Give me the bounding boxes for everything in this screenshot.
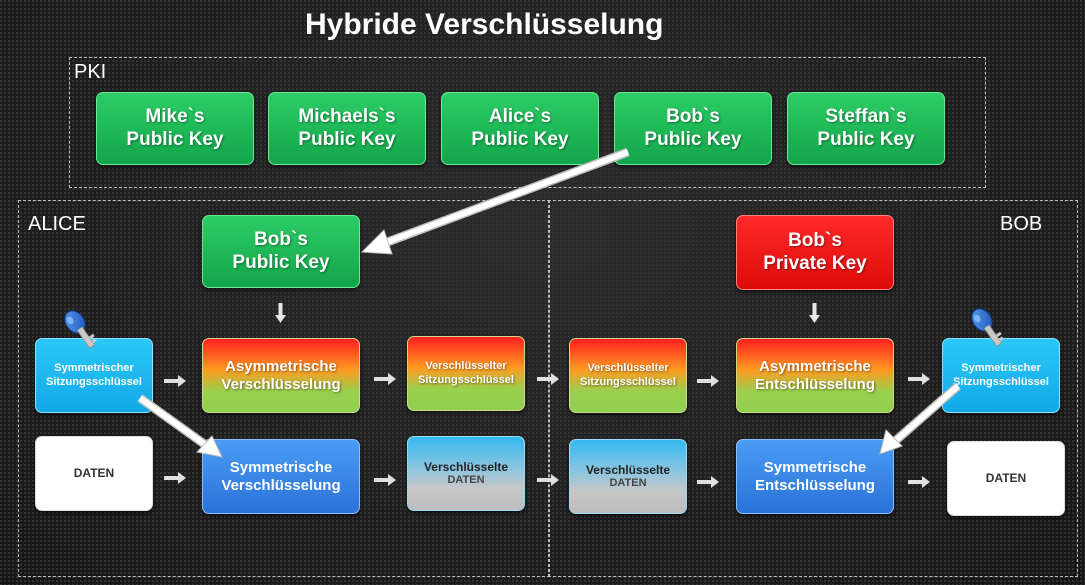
pki-key-michaels: Michaels`s Public Key xyxy=(268,92,426,165)
arrow-row2-b xyxy=(374,474,396,486)
bob-label: BOB xyxy=(1000,213,1043,235)
arrow-row1-d xyxy=(697,375,719,387)
page-title: Hybride Verschlüsselung xyxy=(305,8,664,41)
arrow-row2-e xyxy=(908,476,930,488)
arrow-row2-d xyxy=(697,476,719,488)
alice-region xyxy=(18,200,550,577)
pki-to-alice-arrow xyxy=(360,147,630,255)
down-arrow-alice xyxy=(275,303,286,323)
key-icon xyxy=(971,308,1004,347)
alice-sym-encrypt: Symmetrische Verschlüsselung xyxy=(202,439,360,514)
bob-sym-decrypt: Symmetrische Entschlüsselung xyxy=(736,439,894,514)
alice-enc-session-key: Verschlüsselter Sitzungsschlüssel xyxy=(407,336,525,411)
pki-key-alice: Alice`s Public Key xyxy=(441,92,599,165)
bob-data: DATEN xyxy=(947,441,1065,516)
bob-key-to-sym-arrow xyxy=(879,382,961,455)
alice-data: DATEN xyxy=(35,436,153,511)
alice-enc-data: Verschlüsselte DATEN xyxy=(407,436,525,511)
alice-enc-data-title: Verschlüsselte xyxy=(423,459,509,474)
bob-region xyxy=(548,200,1078,577)
arrow-row2-c xyxy=(537,474,559,486)
alice-session-key: Symmetrischer Sitzungsschlüssel xyxy=(35,338,153,413)
alice-asym-encrypt: Asymmetrische Verschlüsselung xyxy=(202,338,360,413)
alice-label: ALICE xyxy=(28,213,86,235)
arrow-row2-a xyxy=(164,472,186,484)
key-icon xyxy=(64,310,97,349)
down-arrow-bob xyxy=(809,303,820,323)
pki-key-mike: Mike`s Public Key xyxy=(96,92,254,165)
bob-enc-data-sub: DATEN xyxy=(609,477,647,490)
pki-key-steffan: Steffan`s Public Key xyxy=(787,92,945,165)
arrow-row1-c xyxy=(537,373,559,385)
bob-enc-data: Verschlüsselte DATEN xyxy=(569,439,687,514)
arrow-row1-a xyxy=(164,375,186,387)
bob-asym-decrypt: Asymmetrische Entschlüsselung xyxy=(736,338,894,413)
pki-label: PKI xyxy=(74,61,107,83)
pki-key-bob: Bob`s Public Key xyxy=(614,92,772,165)
alice-bob-public-key: Bob`s Public Key xyxy=(202,215,360,288)
bob-private-key: Bob`s Private Key xyxy=(736,215,894,290)
alice-key-to-sym-arrow xyxy=(137,394,223,458)
alice-enc-data-sub: DATEN xyxy=(447,474,485,487)
bob-enc-session-key: Verschlüsselter Sitzungsschlüssel xyxy=(569,338,687,413)
bob-session-key: Symmetrischer Sitzungsschlüssel xyxy=(942,338,1060,413)
arrow-row1-e xyxy=(908,373,930,385)
bob-enc-data-title: Verschlüsselte xyxy=(585,462,671,477)
arrow-row1-b xyxy=(374,373,396,385)
